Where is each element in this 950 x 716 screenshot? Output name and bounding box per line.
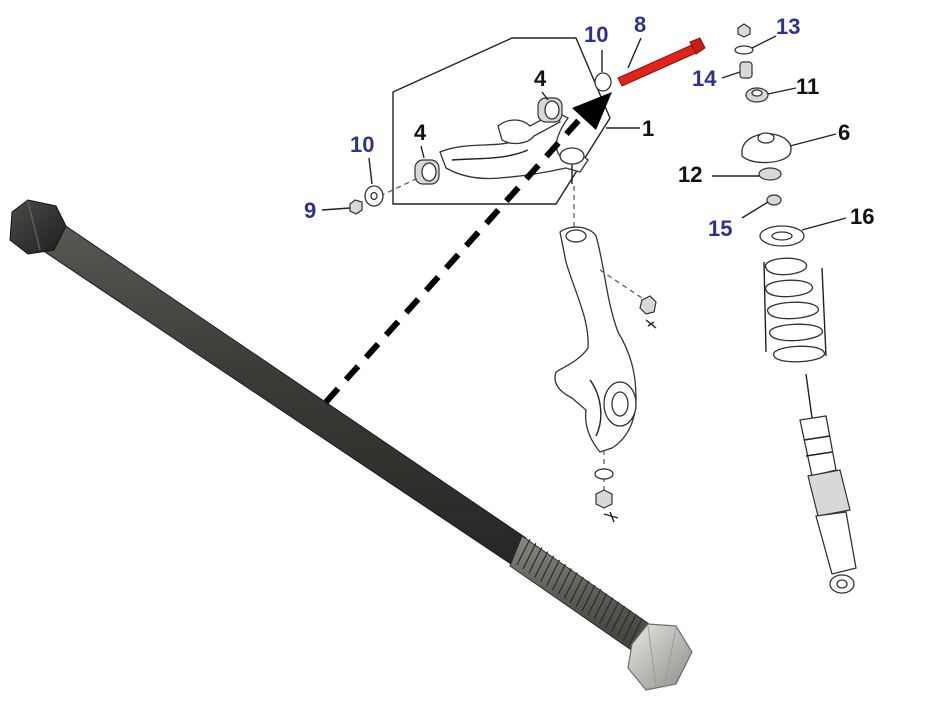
callout-12: 12 bbox=[678, 162, 702, 187]
thread-ridge bbox=[516, 538, 531, 566]
callout-1: 1 bbox=[642, 116, 654, 141]
thread-ridge bbox=[551, 563, 566, 591]
shock-absorber bbox=[799, 373, 857, 594]
steering-knuckle bbox=[554, 186, 657, 523]
strut-assembly bbox=[734, 23, 857, 594]
callout-4-front: 4 bbox=[414, 120, 427, 145]
callout-6: 6 bbox=[838, 120, 850, 145]
control-arm-assembly bbox=[379, 37, 612, 205]
bolt-photo bbox=[9, 199, 693, 691]
washer-13 bbox=[734, 45, 754, 55]
assembly-outline bbox=[392, 37, 611, 205]
bolt-8-highlight bbox=[617, 37, 706, 87]
knuckle-nut bbox=[639, 295, 657, 315]
thread-ridge bbox=[599, 597, 614, 624]
thread-ridge bbox=[569, 576, 584, 603]
thread-ridge bbox=[575, 580, 590, 608]
coil-spring bbox=[763, 257, 827, 363]
thread-ridge bbox=[522, 542, 537, 570]
callout-10-lower: 10 bbox=[350, 132, 374, 157]
thread-ridge bbox=[540, 555, 555, 583]
pointer-arrow bbox=[323, 92, 612, 405]
bolt-nut bbox=[627, 623, 693, 691]
pointer-dashed-line bbox=[323, 107, 591, 405]
thread-ridge bbox=[593, 593, 608, 620]
thread-ridge bbox=[628, 618, 643, 645]
callout-11: 11 bbox=[796, 74, 819, 99]
callout-16: 16 bbox=[850, 204, 874, 229]
thread-ridge bbox=[534, 551, 549, 578]
bushing-12 bbox=[758, 167, 782, 181]
thread-ridge bbox=[622, 614, 637, 641]
callout-10-upper: 10 bbox=[584, 22, 608, 47]
bushing-rear bbox=[537, 97, 563, 123]
bolt-8-head bbox=[689, 37, 706, 55]
callout-8: 8 bbox=[634, 12, 646, 37]
thread-ridge bbox=[587, 589, 602, 616]
callout-14: 14 bbox=[692, 66, 717, 91]
spacer-14 bbox=[739, 61, 753, 79]
nut-9 bbox=[349, 199, 363, 215]
callout-4-rear: 4 bbox=[534, 66, 547, 91]
thread-ridge bbox=[616, 609, 631, 637]
top-nut-13 bbox=[737, 23, 751, 38]
pointer-arrowhead bbox=[572, 92, 612, 130]
thread-ridge bbox=[528, 547, 543, 574]
washer-upper bbox=[594, 72, 612, 92]
thread-ridge bbox=[581, 584, 596, 612]
bolt-head bbox=[9, 199, 67, 255]
callout-9: 9 bbox=[304, 198, 316, 223]
cotter-pin-lower bbox=[603, 511, 619, 523]
bushing-front bbox=[414, 159, 440, 185]
thread-ridge bbox=[557, 568, 572, 595]
cotter-pin-upper bbox=[645, 319, 657, 329]
thread-ridge bbox=[605, 601, 620, 629]
callout-13: 13 bbox=[776, 14, 800, 39]
thread-ridge bbox=[610, 605, 626, 633]
thread-ridge bbox=[563, 572, 578, 599]
washer-15 bbox=[766, 194, 782, 206]
thread-ridge bbox=[545, 559, 561, 587]
bolt-shaft bbox=[35, 213, 527, 567]
knuckle-nut-lower bbox=[595, 489, 613, 509]
ball-joint bbox=[559, 147, 585, 165]
leader-lines bbox=[321, 35, 847, 231]
knuckle-washer bbox=[594, 468, 614, 480]
callout-15: 15 bbox=[708, 216, 732, 241]
strut-mount-6 bbox=[741, 132, 792, 164]
